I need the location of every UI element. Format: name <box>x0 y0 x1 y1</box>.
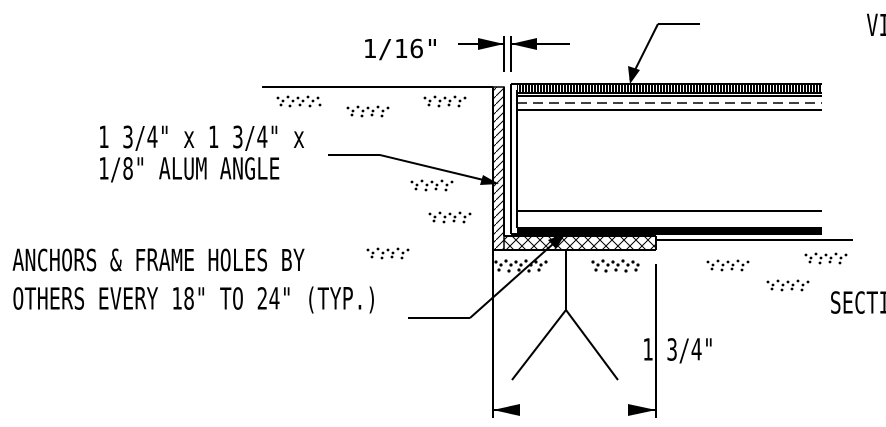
angle-leader <box>328 154 499 185</box>
angle-label-line1: 1 3/4" x 1 3/4" x <box>98 121 305 156</box>
gap-label: 1/16" <box>362 35 440 65</box>
aluminum-angle <box>492 86 657 251</box>
anchors-leader <box>408 233 566 319</box>
break-mark <box>511 250 619 381</box>
anchors-label-line1: ANCHORS & FRAME HOLES BY <box>12 244 305 279</box>
section-title: SECTION B <box>830 287 886 322</box>
width-dimension-label: 1 3/4" <box>642 334 715 369</box>
vinyl-insert-strip <box>517 84 822 93</box>
concrete-aggregate <box>276 95 848 292</box>
vinyl-insert-leader <box>628 23 700 84</box>
width-dimension <box>493 404 656 416</box>
tread-frame <box>510 83 822 235</box>
anchors-label-line2: OTHERS EVERY 18" TO 24" (TYP.) <box>12 283 378 318</box>
angle-label-line2: 1/8" ALUM ANGLE <box>98 153 281 188</box>
gap-dimension <box>458 36 570 72</box>
vinyl-insert-label: VINYL INSERT <box>866 9 886 44</box>
